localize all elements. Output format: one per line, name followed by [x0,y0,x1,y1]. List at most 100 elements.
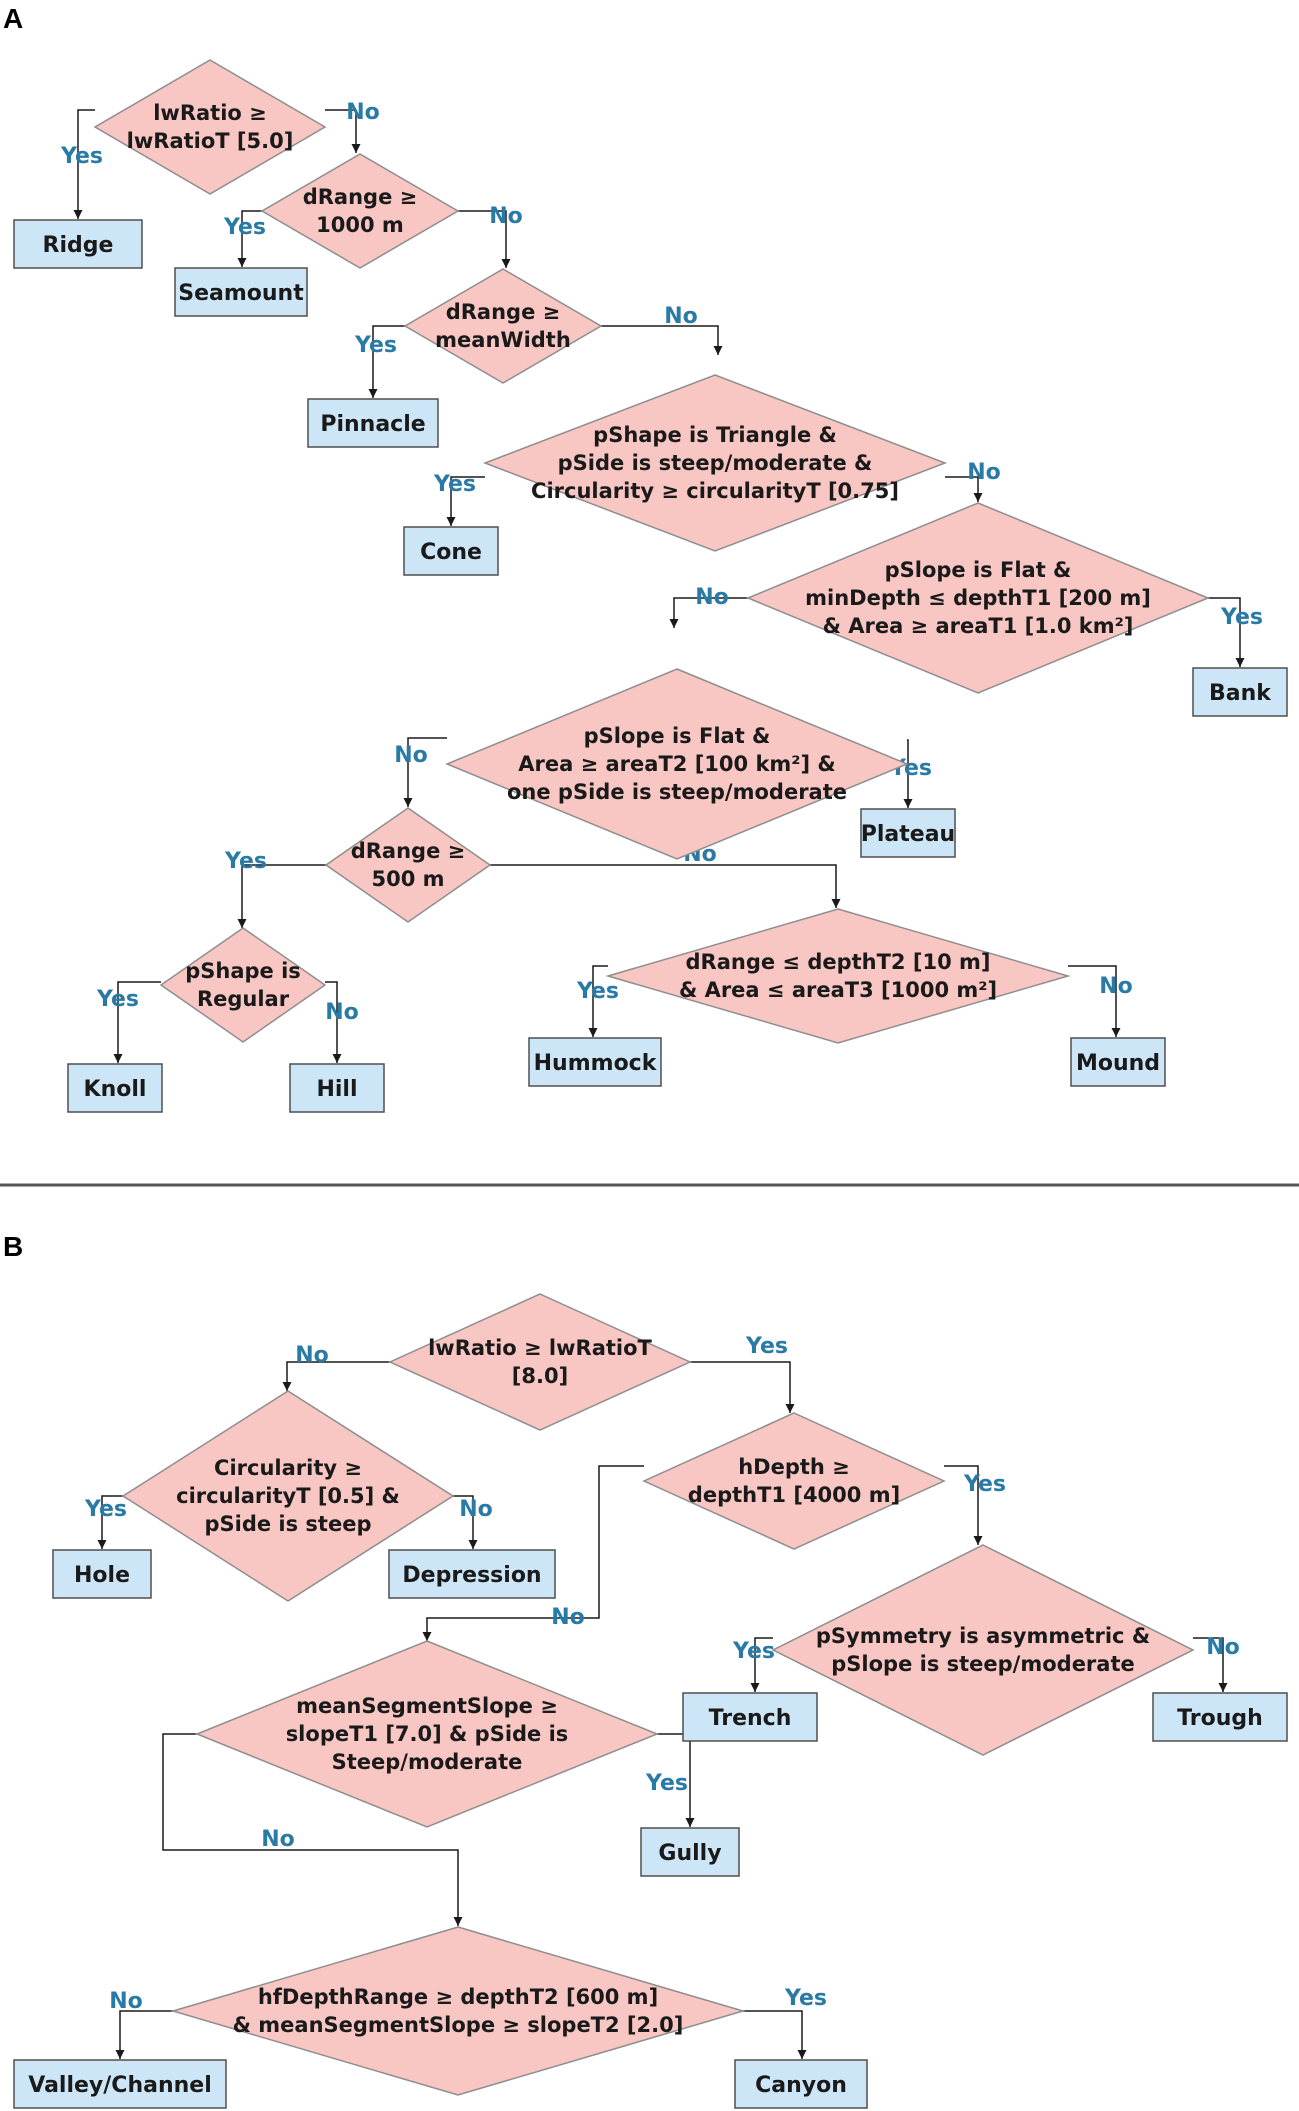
outcome-b-canyon: Canyon [734,2059,868,2109]
outcome-box-shape [52,1549,152,1599]
outcome-label: Hole [74,1563,130,1588]
decision-text-line: meanSegmentSlope ≥ [296,1694,558,1718]
edge-label-yes: Yes [60,144,103,169]
outcome-b-depression: Depression [388,1549,556,1599]
edge-yes-arrow-24 [750,1637,773,1692]
outcome-a-pinnacle: Pinnacle [307,398,439,448]
decision-diamond-shape [445,668,909,860]
edge-yes-arrow-20 [97,1495,123,1549]
outcome-a-cone: Cone [403,526,499,576]
decision-b-hdepth: hDepth ≥depthT1 [4000 m] [642,1412,946,1550]
edge-yes-arrow-16 [588,965,608,1037]
edge-label-no: No [459,1497,493,1522]
decision-text-line: dRange ≥ [446,300,561,324]
decision-text-line: hfDepthRange ≥ depthT2 [600 m] [258,1985,658,2009]
edge-yes-arrow-14 [113,981,161,1063]
edge-no-arrow-25 [1193,1637,1228,1692]
edge-label-yes: Yes [784,1986,827,2011]
edge-label-yes: Yes [745,1334,788,1359]
outcome-box-shape [1070,1037,1166,1087]
edge-no-arrow-21 [453,1495,478,1549]
decision-text-line: circularityT [0.5] & [176,1484,400,1508]
edge-yes-arrow-2 [237,210,262,267]
decision-text-line: dRange ≤ depthT2 [10 m] [686,950,991,974]
edge-label-yes: Yes [223,215,266,240]
outcome-box-shape [67,1063,163,1113]
decision-text-line: pSide is steep [204,1512,371,1536]
edge-yes-arrow-19 [690,1361,795,1413]
outcome-label: Gully [658,1841,721,1866]
decision-diamond-shape [93,59,327,195]
outcome-b-gully: Gully [640,1827,740,1877]
decision-text-line: pSlope is Flat & [584,724,771,748]
edge-label-no: No [489,204,523,229]
edge-label-no: No [1099,974,1133,999]
edge-label-yes: Yes [732,1639,775,1664]
decision-a-drange500: dRange ≥500 m [324,807,492,923]
edge-label-no: No [109,1989,143,2014]
edge-label-no: No [261,1827,295,1852]
edge-label-no: No [664,304,698,329]
outcome-b-trough: Trough [1152,1692,1288,1742]
edge-label-yes: Yes [433,472,476,497]
outcome-label: Hill [316,1077,357,1102]
decision-diamond-shape [260,153,460,269]
edge-no-arrow-15 [325,981,342,1063]
decision-text-line: & Area ≤ areaT3 [1000 m²] [679,978,997,1002]
outcome-label: Cone [420,540,482,565]
decision-diamond-shape [159,927,327,1043]
decision-text-line: Area ≥ areaT2 [100 km²] & [518,752,835,776]
outcome-label: Knoll [84,1077,147,1102]
edge-no-arrow-8 [669,597,748,628]
decision-diamond-shape [121,1390,455,1602]
edge-label-no: No [967,460,1001,485]
outcome-a-ridge: Ridge [13,219,143,269]
decision-text-line: meanWidth [435,328,571,352]
outcome-box-shape [734,2059,868,2109]
decision-text-line: lwRatio ≥ lwRatioT [428,1336,652,1360]
edge-yes-arrow-23 [944,1465,983,1545]
outcome-label: Seamount [178,281,304,306]
decision-text-line: Regular [197,987,290,1011]
outcome-label: Ridge [43,233,114,258]
decision-diamond-shape [642,1412,946,1550]
decision-diamond-shape [746,502,1210,694]
decision-b-psymmetry: pSymmetry is asymmetric &pSlope is steep… [771,1544,1195,1756]
decision-diamond-shape [170,1926,746,2096]
decision-text-line: [8.0] [512,1364,568,1388]
outcome-b-trench: Trench [682,1692,818,1742]
edge-label-no: No [394,743,428,768]
edge-label-yes: Yes [645,1771,688,1796]
edge-label-yes: Yes [354,333,397,358]
decision-diamond-shape [388,1293,692,1431]
decision-a-pslope-flat-area: pSlope is Flat & Area ≥ areaT2 [100 km²] … [445,668,909,860]
outcome-label: Trough [1177,1706,1263,1731]
outcome-a-mound: Mound [1070,1037,1166,1087]
outcome-label: Pinnacle [320,412,425,437]
decision-text-line: pSide is steep/moderate & [558,451,873,475]
decision-text-line: pSlope is Flat & [885,558,1072,582]
edge-label-no: No [295,1343,329,1368]
outcome-a-knoll: Knoll [67,1063,163,1113]
edge-label-no: No [1206,1635,1240,1660]
panel-a-label: A [3,3,23,34]
decision-text-line: Circularity ≥ [214,1456,362,1480]
outcome-box-shape [403,526,499,576]
edge-no-arrow-28 [115,2010,173,2059]
decision-b-hf-depth-range: hfDepthRange ≥ depthT2 [600 m]& meanSegm… [170,1926,746,2096]
edge-yes-arrow-12 [237,864,326,928]
decision-a-drange1000: dRange ≥1000 m [260,153,460,269]
edge-yes-arrow-29 [743,2010,807,2059]
decision-text-line: Steep/moderate [332,1750,523,1774]
decision-b-lwratio: lwRatio ≥ lwRatioT [8.0] [388,1293,692,1431]
decision-text-line: 500 m [371,867,444,891]
edge-no-arrow-3 [458,210,511,268]
outcome-box-shape [1192,667,1288,717]
decision-text-line: hDepth ≥ [738,1455,850,1479]
outcome-box-shape [289,1063,385,1113]
edge-no-arrow-18 [282,1361,390,1391]
edge-label-yes: Yes [963,1472,1006,1497]
edge-no-arrow-26 [162,1733,463,1926]
